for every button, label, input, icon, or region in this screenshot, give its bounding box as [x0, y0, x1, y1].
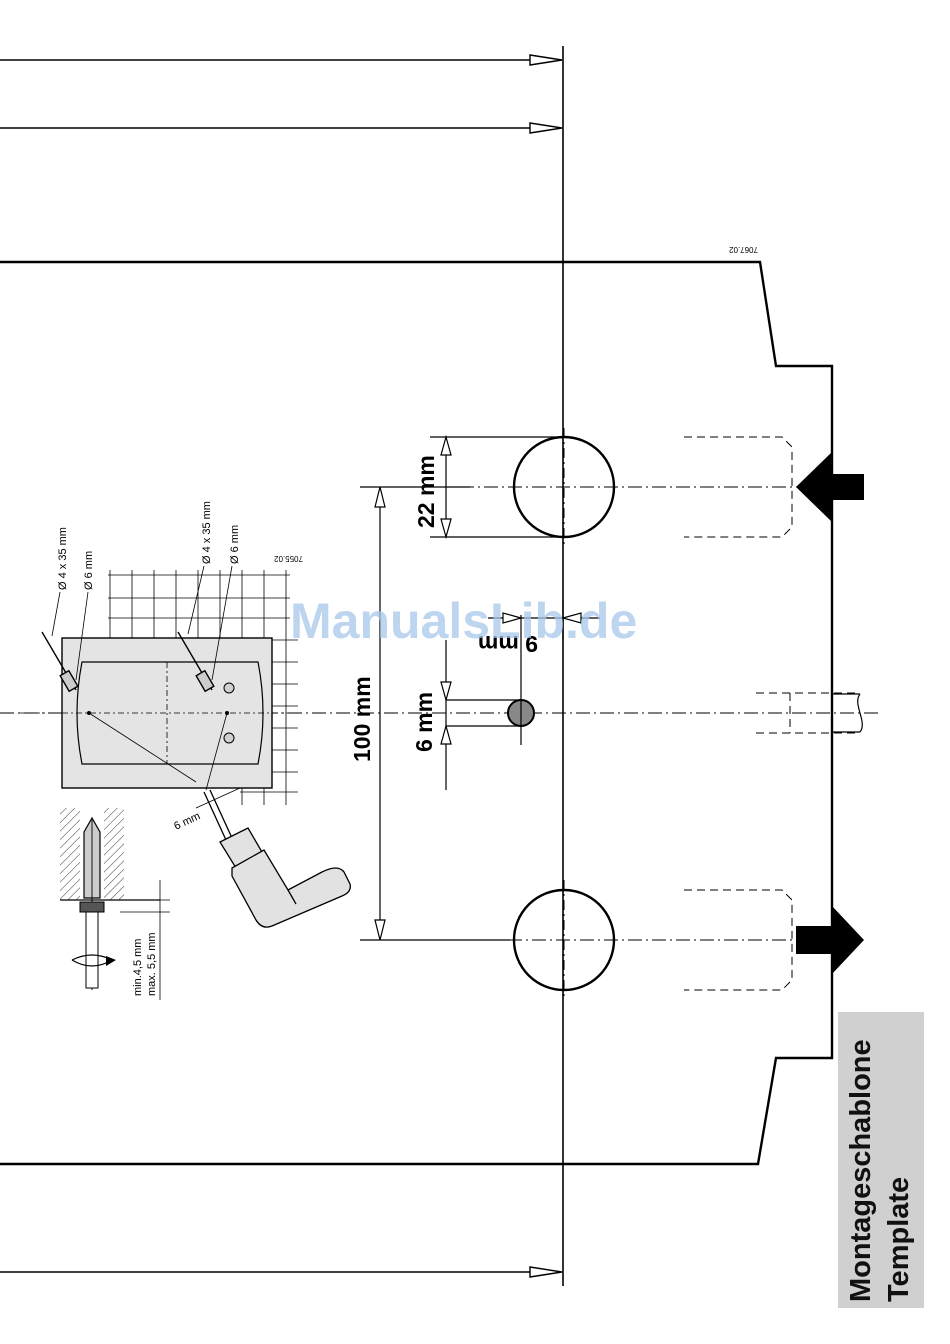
inset-depth-min: min.4,5 mm — [132, 939, 144, 996]
guide-arrows — [530, 55, 562, 1277]
label-6mm: 6 mm — [411, 692, 437, 752]
inset-drill-size: 6 mm — [172, 810, 202, 832]
label-22mm: 22 mm — [413, 455, 439, 528]
label-100mm: 100 mm — [349, 676, 375, 762]
inset-screw-b-hole: Ø 6 mm — [229, 525, 241, 564]
title-line-2: Template — [883, 1177, 915, 1302]
template-reference: 7067.02 — [729, 245, 758, 254]
inset-depth-max: max. 5,5 mm — [146, 932, 158, 996]
installation-inset: Ø 4 x 35 mm Ø 6 mm Ø 4 x 35 mm Ø 6 mm 70… — [20, 501, 350, 1000]
inset-screw-a-size: Ø 4 x 35 mm — [57, 527, 69, 590]
inset-screw-b-size: Ø 4 x 35 mm — [201, 501, 213, 564]
drill-dimension — [196, 788, 240, 808]
watermark: ManualsLib.de — [290, 593, 637, 649]
title-line-1: Montageschablone — [845, 1039, 877, 1302]
inset-screw-a-hole: Ø 6 mm — [83, 551, 95, 590]
drill-illustration — [204, 790, 350, 927]
inset-reference: 7055.02 — [274, 554, 303, 563]
